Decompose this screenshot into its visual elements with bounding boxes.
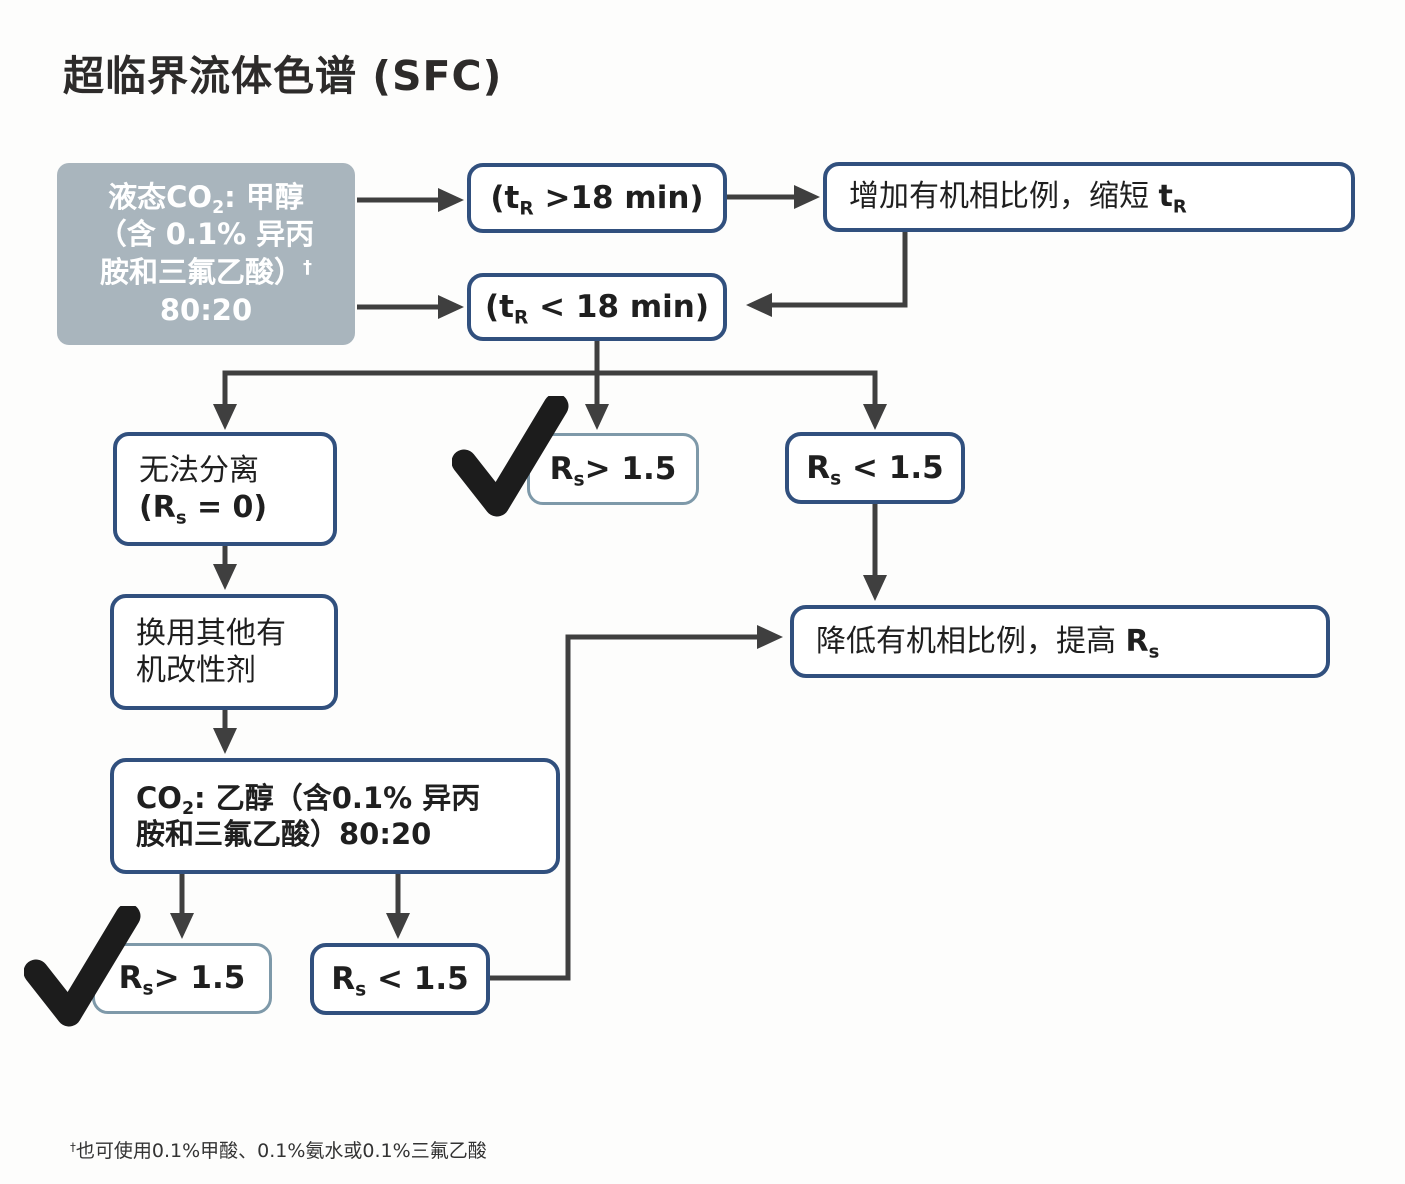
node-start-mobile-phase: 液态CO2: 甲醇 （含 0.1% 异丙 胺和三氟乙酸）† 80:20 (57, 163, 355, 345)
connector-arrowheads (170, 185, 887, 939)
dagger-mark: † (303, 257, 312, 279)
node-label: Rs < 1.5 (331, 960, 468, 999)
label-text: 无法分离 (139, 452, 259, 488)
subscript: s (355, 979, 367, 1001)
subscript: R (519, 198, 534, 220)
footnote: †也可使用0.1%甲酸、0.1%氨水或0.1%三氟乙酸 (70, 1136, 487, 1163)
label-text: : 甲醇 (224, 179, 304, 214)
footnote-text: 也可使用0.1%甲酸、0.1%氨水或0.1%三氟乙酸 (75, 1140, 487, 1162)
label-text: < 1.5 (366, 960, 469, 997)
label-text: (t (490, 179, 520, 216)
node-label: 无法分离 (Rs = 0) (139, 452, 267, 527)
subscript: s (830, 468, 842, 490)
label-text: = 0) (186, 490, 268, 525)
node-switch-modifier: 换用其他有 机改性剂 (110, 594, 338, 710)
node-rs-ok-mid: Rs> 1.5 (527, 433, 699, 505)
label-text: 80:20 (159, 292, 253, 327)
node-label: 增加有机相比例，缩短 tR (849, 178, 1187, 216)
subscript: s (142, 978, 154, 1000)
checkmark-icon (24, 906, 141, 1027)
label-text: < 18 min) (528, 288, 709, 325)
node-rs-low-right: Rs < 1.5 (785, 432, 965, 504)
label-text: 机改性剂 (136, 653, 256, 688)
label-text: R (331, 960, 356, 997)
label-text: R (806, 449, 831, 486)
page-title: 超临界流体色谱 (SFC) (63, 52, 503, 100)
subscript: 2 (212, 197, 225, 218)
label-text: (t (485, 288, 514, 325)
label-text: 增加有机相比例，缩短 (849, 179, 1159, 215)
subscript: s (175, 507, 187, 529)
label-text: < 1.5 (841, 449, 944, 486)
node-rs-ok-bottom: Rs> 1.5 (92, 943, 272, 1014)
label-text: R (549, 450, 574, 487)
label-text: t (1158, 179, 1173, 215)
node-rs-low-bottom: Rs < 1.5 (310, 943, 490, 1015)
label-text: R (118, 960, 143, 997)
label-text: (R (139, 490, 176, 525)
label-text: 胺和三氟乙酸）80:20 (136, 817, 432, 851)
node-tr-lt-18min: (tR < 18 min) (467, 273, 727, 341)
node-tr-gt-18min: (tR >18 min) (467, 163, 727, 233)
subscript: R (1172, 196, 1187, 218)
node-decrease-organic: 降低有机相比例，提高 Rs (790, 605, 1330, 678)
label-text: > 1.5 (153, 960, 246, 997)
node-label: Rs> 1.5 (550, 450, 677, 489)
subscript: 2 (181, 798, 195, 819)
subscript: R (514, 307, 529, 329)
subscript: s (573, 469, 585, 491)
node-increase-organic: 增加有机相比例，缩短 tR (823, 162, 1355, 232)
node-label: 换用其他有 机改性剂 (136, 615, 286, 690)
node-label: (tR >18 min) (490, 179, 703, 218)
node-label: (tR < 18 min) (485, 288, 709, 327)
dagger-mark: † (70, 1140, 76, 1155)
node-label: 液态CO2: 甲醇 （含 0.1% 异丙 胺和三氟乙酸）† 80:20 (98, 179, 315, 330)
label-text: : 乙醇（含0.1% 异丙 (194, 780, 481, 815)
checkmark-icon (452, 396, 569, 517)
connector-lines (179, 194, 908, 981)
node-label: Rs> 1.5 (119, 959, 246, 998)
label-text: 换用其他有 (136, 615, 286, 651)
label-text: （含 0.1% 异丙 (97, 217, 315, 252)
node-co2-ethanol: CO2: 乙醇（含0.1% 异丙 胺和三氟乙酸）80:20 (110, 758, 560, 874)
label-text: > 1.5 (584, 450, 677, 487)
node-label: Rs < 1.5 (806, 449, 943, 488)
label-text: R (1125, 623, 1149, 659)
label-text: >18 min) (533, 179, 704, 216)
label-text: 降低有机相比例，提高 (816, 623, 1126, 659)
label-text: CO (136, 780, 182, 815)
label-text: 液态CO (108, 179, 213, 214)
node-label: 降低有机相比例，提高 Rs (816, 623, 1159, 661)
subscript: s (1148, 641, 1160, 663)
node-no-separation: 无法分离 (Rs = 0) (113, 432, 337, 546)
label-text: 胺和三氟乙酸） (100, 255, 304, 289)
node-label: CO2: 乙醇（含0.1% 异丙 胺和三氟乙酸）80:20 (136, 780, 480, 853)
